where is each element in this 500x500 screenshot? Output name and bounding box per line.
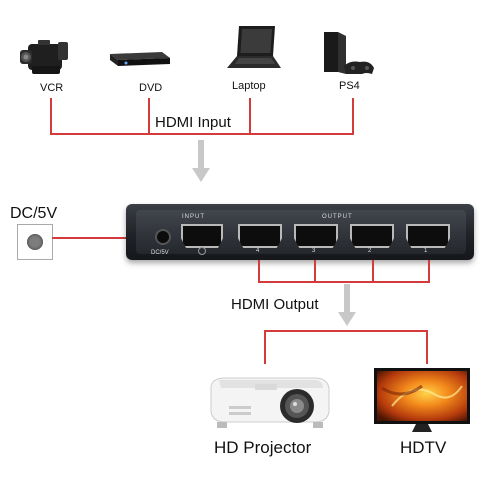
- output-split-wire: [264, 330, 428, 332]
- wire-to-tv: [426, 330, 428, 364]
- tv-icon: [374, 368, 470, 432]
- output-arrow-icon: [338, 284, 356, 326]
- wire-laptop: [249, 98, 251, 134]
- projector-icon: [210, 377, 330, 428]
- power-label: DC/5V: [10, 205, 58, 222]
- port-number-4: 4: [256, 248, 261, 254]
- hdmi-output-port-1: [406, 224, 450, 248]
- port-number-2: 2: [368, 248, 373, 254]
- hdmi-output-port-2: [350, 224, 394, 248]
- source-label-dvd: DVD: [139, 82, 163, 94]
- wire-dvd: [148, 98, 150, 134]
- source-label-ps4: PS4: [339, 80, 360, 92]
- tv-label: HDTV: [400, 438, 447, 457]
- device-input-text: INPUT: [182, 214, 205, 220]
- wire-out-4: [258, 260, 260, 282]
- laptop-icon: [227, 26, 281, 68]
- input-indicator-icon: [198, 247, 206, 255]
- input-bus-wire: [50, 133, 354, 135]
- hdmi-output-label: HDMI Output: [231, 296, 319, 313]
- hdmi-input-label: HDMI Input: [153, 114, 233, 131]
- dvd-player-icon: [110, 52, 170, 66]
- wire-to-projector: [264, 330, 266, 364]
- projector-label: HD Projector: [214, 438, 312, 457]
- wire-out-2: [372, 260, 374, 282]
- power-wire: [52, 237, 140, 239]
- wire-ps4: [352, 98, 354, 134]
- power-adapter-icon: [17, 224, 53, 260]
- game-console-icon: [324, 32, 374, 74]
- wire-out-3: [314, 260, 316, 282]
- source-label-vcr: VCR: [40, 82, 64, 94]
- dc-jack: [155, 229, 171, 245]
- wire-out-1: [428, 260, 430, 282]
- device-dc-text: DC/5V: [151, 250, 169, 256]
- hdmi-output-port-3: [294, 224, 338, 248]
- port-number-3: 3: [312, 248, 317, 254]
- source-label-laptop: Laptop: [232, 80, 266, 92]
- device-output-text: OUTPUT: [322, 214, 353, 220]
- output-bus-wire: [258, 281, 430, 283]
- camcorder-icon: [20, 40, 68, 74]
- hdmi-output-port-4: [238, 224, 282, 248]
- hdmi-input-port: [181, 224, 223, 248]
- port-number-1: 1: [424, 248, 429, 254]
- wire-vcr: [50, 98, 52, 134]
- input-arrow-icon: [192, 140, 210, 182]
